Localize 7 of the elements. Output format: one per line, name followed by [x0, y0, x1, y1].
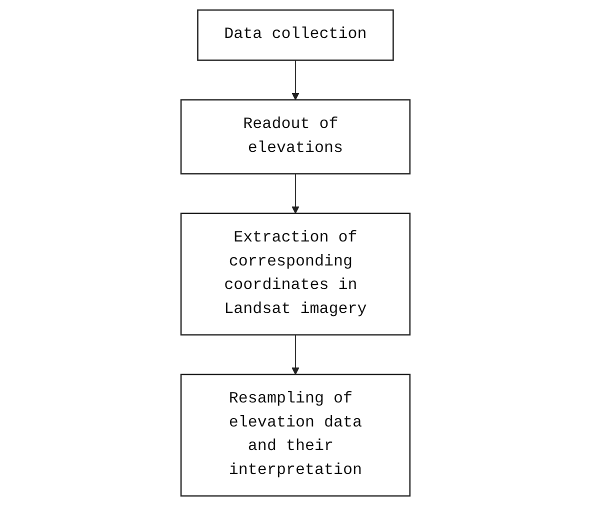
arrow [291, 334, 299, 375]
node-box: Data collection [196, 9, 394, 61]
arrow [291, 173, 299, 214]
node-box: Resampling of elevation data and their interpretation [180, 374, 410, 497]
node-box: Readout of elevations [180, 99, 410, 174]
arrow [291, 60, 299, 100]
node-box: Extraction of corresponding coordinates in Landsat imagery [180, 212, 410, 336]
